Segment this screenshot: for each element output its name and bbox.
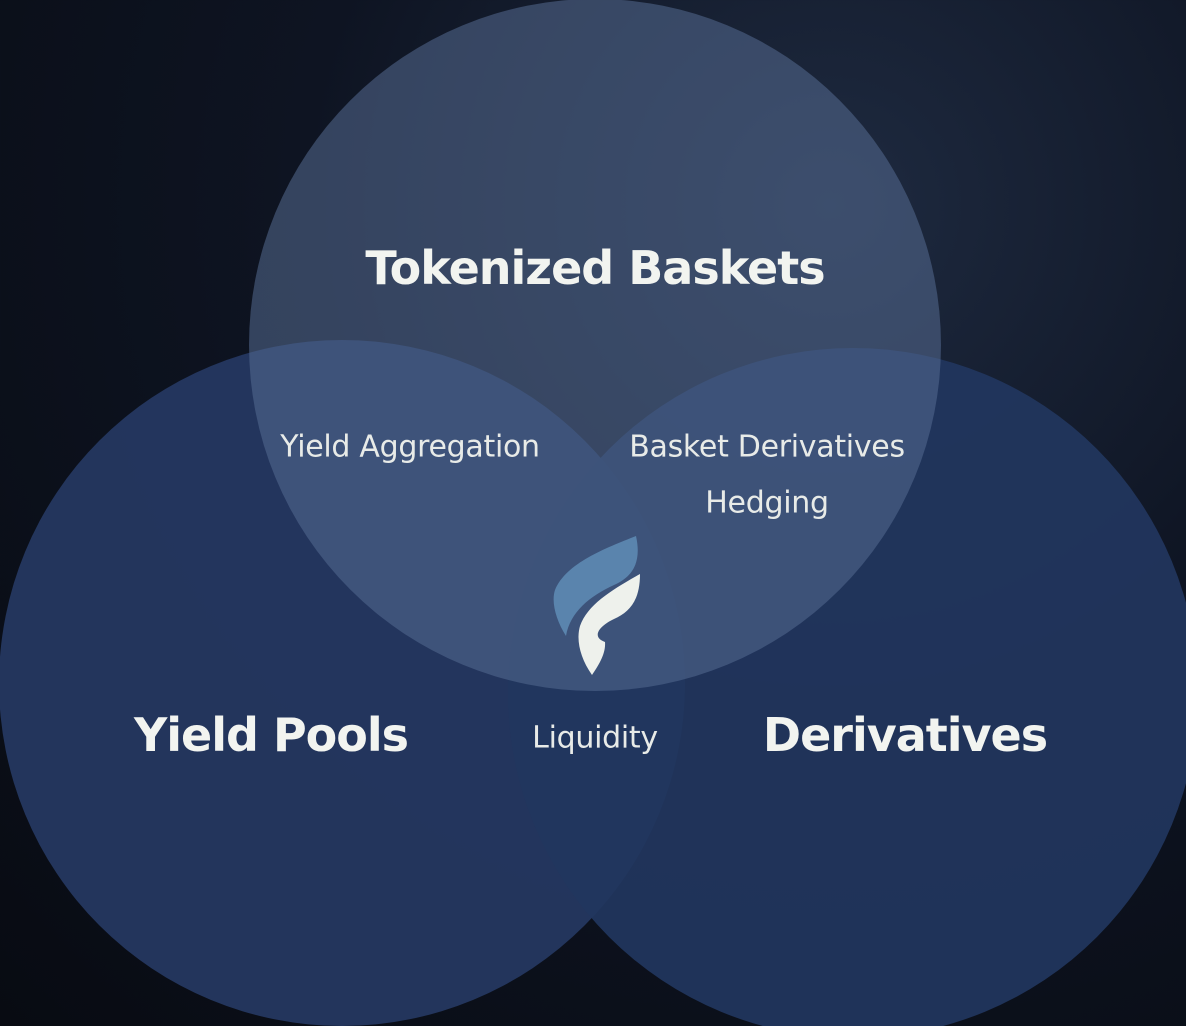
intersection-label-yield-aggregation: Yield Aggregation bbox=[280, 429, 540, 465]
intersection-label-basket-derivatives: Basket Derivatives bbox=[629, 429, 905, 465]
set-label-yield-pools: Yield Pools bbox=[133, 708, 409, 762]
set-label-tokenized-baskets: Tokenized Baskets bbox=[365, 241, 825, 295]
intersection-label-hedging: Hedging bbox=[705, 485, 829, 521]
f-logo-icon bbox=[553, 536, 640, 675]
intersection-label-liquidity: Liquidity bbox=[532, 720, 658, 756]
circle-tokenized-baskets bbox=[249, 0, 941, 691]
f-logo-upper-stroke bbox=[553, 536, 638, 636]
f-logo-lower-stroke bbox=[578, 574, 640, 675]
set-label-derivatives: Derivatives bbox=[762, 708, 1048, 762]
